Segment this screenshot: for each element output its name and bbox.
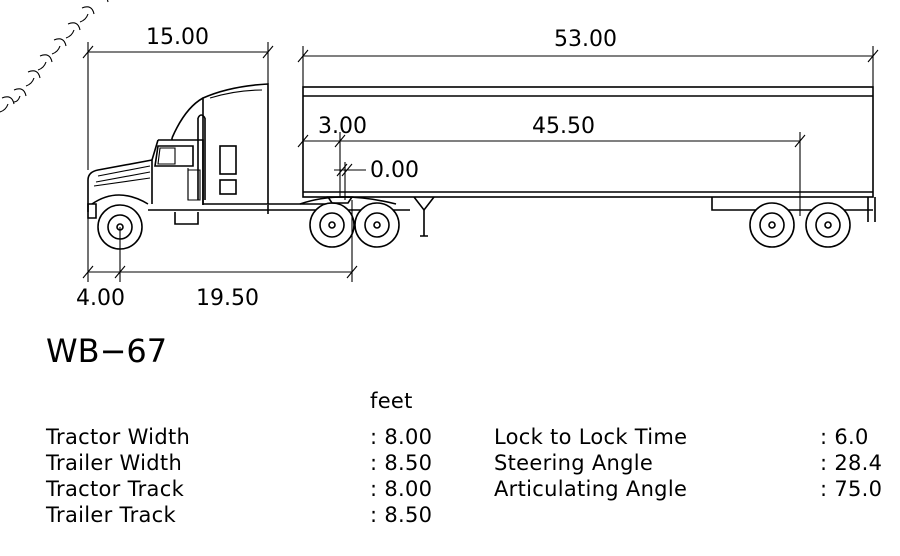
dim-tractor-wheelbase: 19.50 [196, 286, 259, 311]
trailer-wheels [749, 202, 851, 248]
spec-value: : 8.00 [370, 425, 432, 449]
spec-value: : 28.4 [820, 451, 882, 475]
spec-value: : 6.0 [820, 425, 869, 449]
dim-kingpin-to-rear-axle: 45.50 [532, 114, 595, 139]
specs-left: Tractor Width : 8.00 Trailer Width : 8.5… [45, 425, 432, 527]
dim-trailer-length: 53.00 [554, 27, 617, 52]
units-label: feet [370, 389, 413, 413]
spec-value: : 8.50 [370, 503, 432, 527]
dimension-lines [82, 42, 879, 282]
tractor [87, 83, 410, 225]
specs-right: Lock to Lock Time : 6.0 Steering Angle :… [494, 425, 882, 501]
spec-label: Trailer Track [45, 503, 177, 527]
spec-value: : 75.0 [820, 477, 882, 501]
trailer [302, 86, 876, 237]
revision-cloud [0, 0, 109, 113]
dim-kingpin-offset: 3.00 [318, 114, 367, 139]
spec-label: Tractor Track [45, 477, 185, 501]
model-designation: WB−67 [46, 332, 167, 370]
dim-tractor-length: 15.00 [146, 25, 209, 50]
tractor-wheels [97, 202, 400, 250]
spec-label: Lock to Lock Time [494, 425, 687, 449]
spec-label: Tractor Width [45, 425, 190, 449]
spec-label: Trailer Width [45, 451, 182, 475]
spec-label: Articulating Angle [494, 477, 687, 501]
spec-label: Steering Angle [494, 451, 653, 475]
spec-value: : 8.00 [370, 477, 432, 501]
dim-front-overhang: 4.00 [76, 286, 125, 311]
spec-value: : 8.50 [370, 451, 432, 475]
dim-hitch-offset: 0.00 [370, 158, 419, 183]
